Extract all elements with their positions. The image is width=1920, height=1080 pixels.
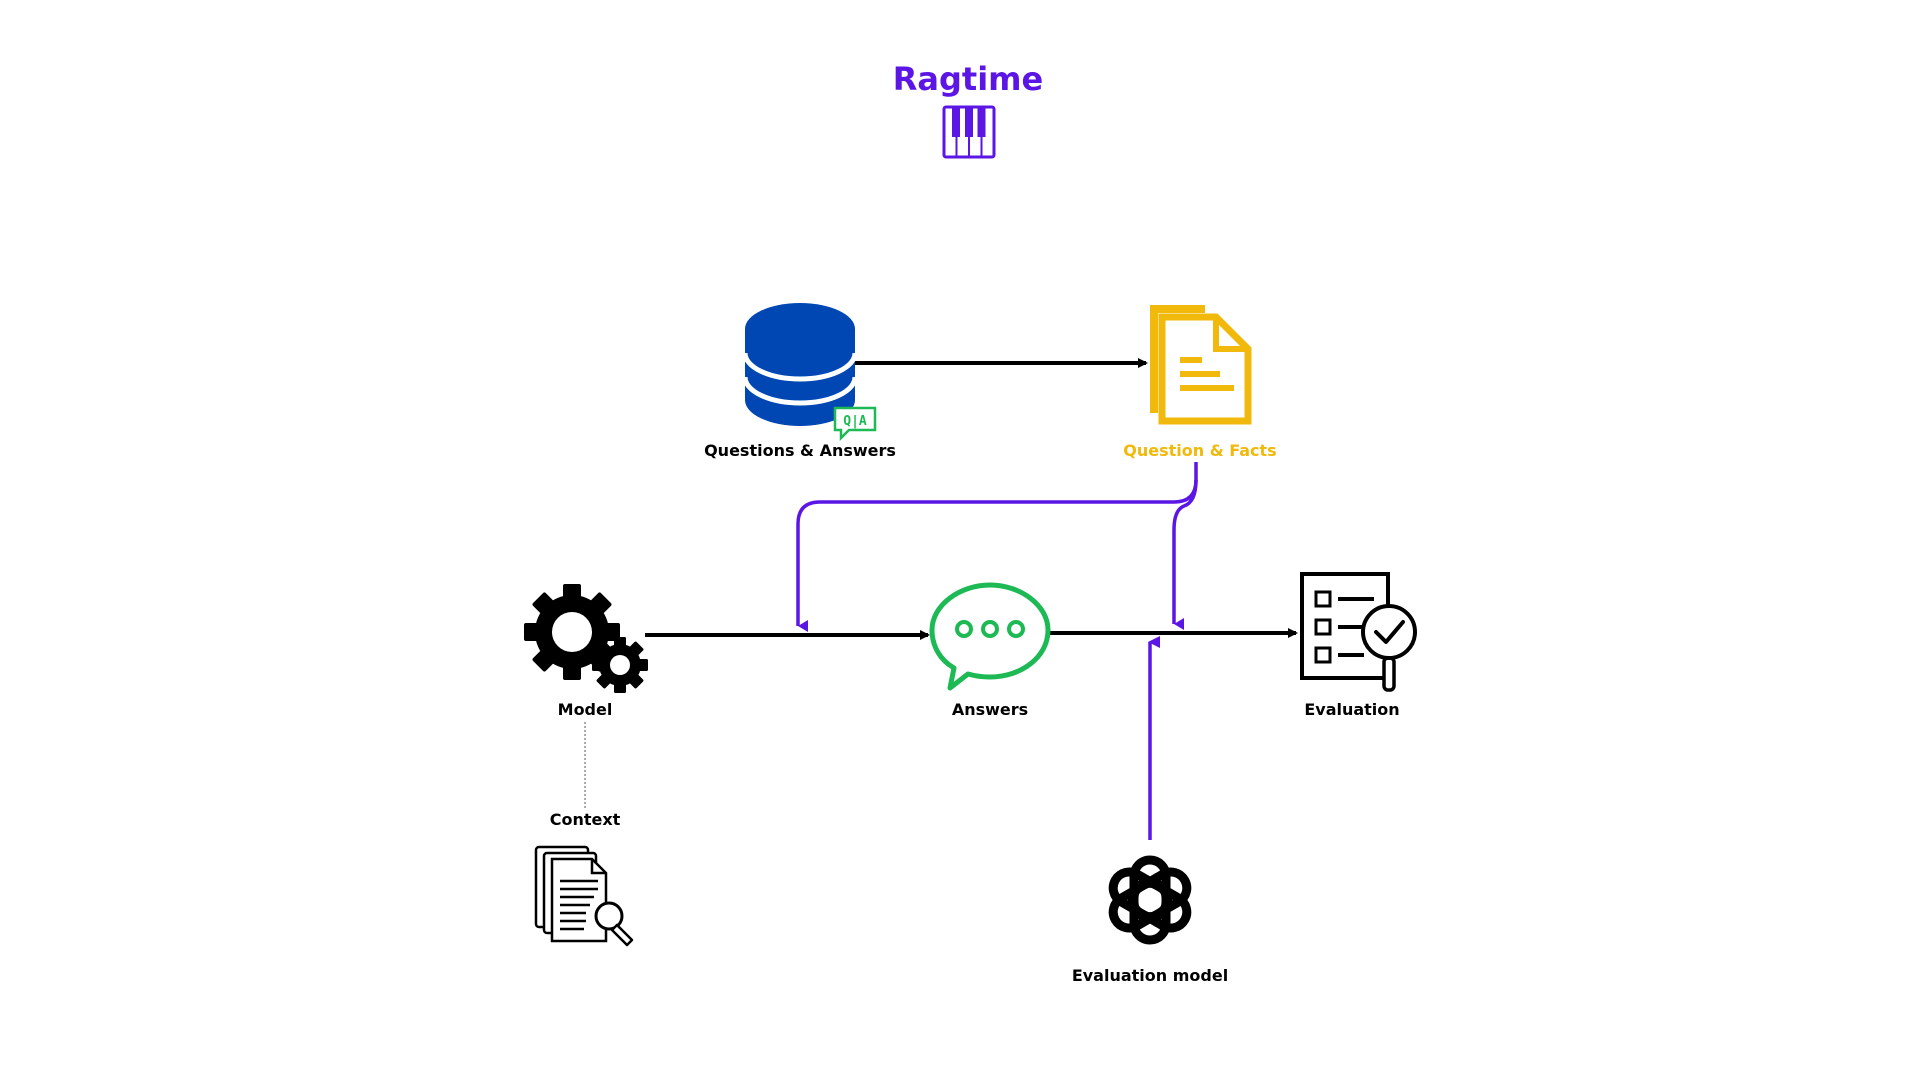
node-evaluation: Evaluation bbox=[1300, 572, 1417, 719]
checklist-icon bbox=[1300, 572, 1417, 692]
gears-icon bbox=[524, 584, 648, 693]
node-evaluation-model: Evaluation model bbox=[1072, 855, 1228, 985]
chat-bubble-icon bbox=[929, 582, 1051, 691]
label-question-facts: Question & Facts bbox=[1123, 441, 1276, 460]
node-answers: Answers bbox=[929, 582, 1051, 719]
node-model: Model bbox=[524, 584, 648, 719]
openai-logo-icon bbox=[1108, 855, 1192, 945]
node-question-facts: Question & Facts bbox=[1123, 305, 1277, 460]
label-model: Model bbox=[558, 700, 613, 719]
edge-facts-to-evaluation bbox=[1172, 479, 1198, 630]
piano-icon bbox=[942, 105, 996, 159]
label-questions-answers: Questions & Answers bbox=[704, 441, 896, 460]
database-icon bbox=[742, 303, 858, 426]
document-search-icon bbox=[534, 845, 634, 947]
node-context: Context bbox=[534, 810, 634, 947]
qa-badge-text: Q|A bbox=[843, 414, 867, 429]
label-answers: Answers bbox=[952, 700, 1028, 719]
node-questions-answers: Q|A Questions & Answers bbox=[704, 303, 896, 460]
label-evaluation-model: Evaluation model bbox=[1072, 966, 1228, 985]
label-evaluation: Evaluation bbox=[1304, 700, 1399, 719]
diagram-title: Ragtime bbox=[893, 60, 1043, 98]
qa-chat-badge-icon: Q|A bbox=[833, 406, 877, 442]
label-context: Context bbox=[550, 810, 621, 829]
documents-icon bbox=[1150, 305, 1252, 425]
